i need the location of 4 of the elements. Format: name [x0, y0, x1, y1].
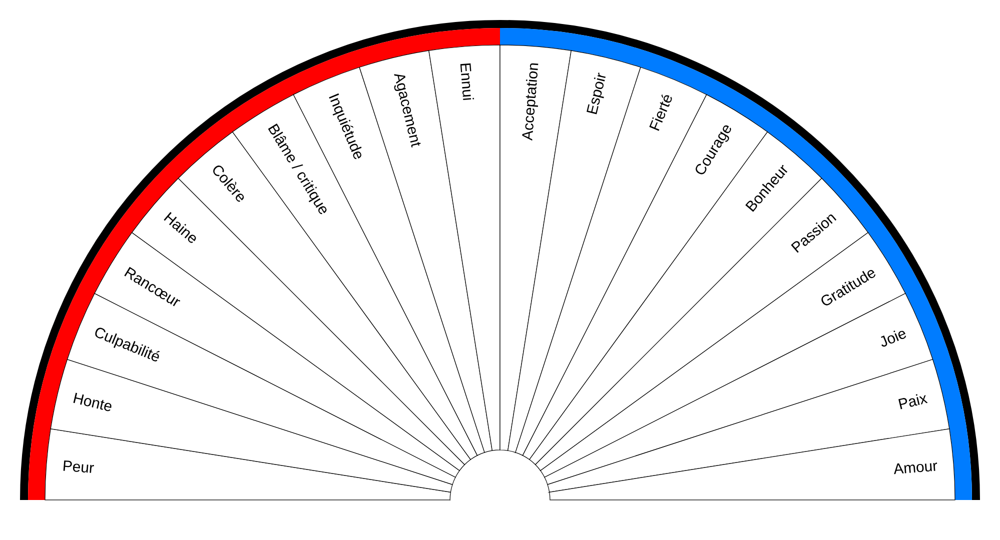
sector: Amour	[549, 428, 956, 500]
sector: Ennui	[428, 44, 500, 451]
sector: Acceptation	[500, 44, 572, 451]
sector: Peur	[44, 428, 451, 500]
